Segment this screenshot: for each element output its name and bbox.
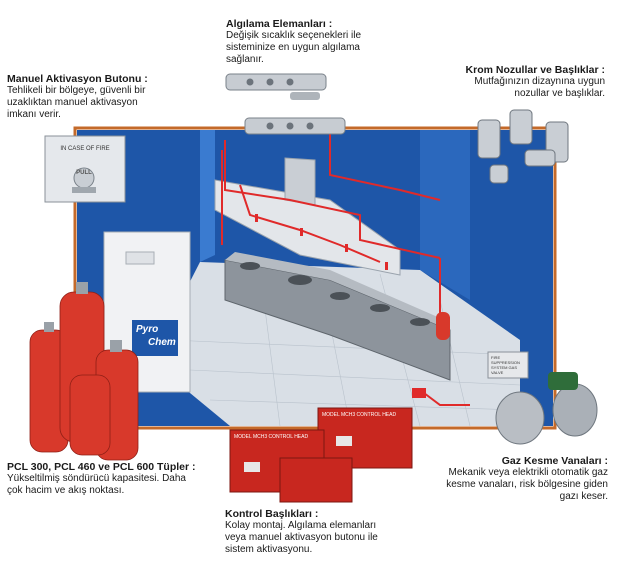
callout-manual-activation: Manuel Aktivasyon Butonu : Tehlikeli bir…	[7, 73, 152, 121]
brand-plate	[132, 320, 178, 356]
brand-line-1: Pyro	[136, 324, 159, 335]
suppression-piping	[221, 130, 470, 406]
manual-pull-box-image	[44, 135, 126, 203]
wall-cylinder	[436, 312, 450, 340]
pcl-cylinders	[29, 291, 139, 461]
callout-body: Değişik sıcaklık seçenekleri ile sistemi…	[226, 30, 362, 65]
cabinet-display	[125, 251, 155, 265]
control-head-label-2: MODEL MCH3 CONTROL HEAD	[234, 434, 309, 440]
chrome-nozzles-image	[477, 109, 569, 184]
room-right-wall	[420, 130, 470, 300]
callout-title: PCL 300, PCL 460 ve PCL 600 Tüpler :	[7, 461, 196, 473]
callout-body: Yükseltilmiş söndürücü kapasitesi. Daha …	[7, 473, 186, 496]
cylinder-valves	[44, 282, 122, 352]
callout-chrome-nozzles: Krom Nozullar ve Başlıklar : Mutfağınızı…	[450, 64, 605, 100]
gas-valves-image	[487, 351, 598, 445]
cooking-line-top	[225, 252, 450, 330]
room-side-wall	[200, 130, 215, 262]
callout-title: Kontrol Başlıkları :	[225, 508, 319, 520]
callout-pcl-cylinders: PCL 300, PCL 460 ve PCL 600 Tüpler : Yük…	[7, 461, 197, 497]
gas-valve-tag: FIRE SUPPRESSION SYSTEM GAS VALVE	[491, 355, 520, 375]
callout-body: Kolay montaj. Algılama elemanları veya m…	[225, 520, 378, 555]
control-head-label-1: MODEL MCH3 CONTROL HEAD	[322, 412, 397, 418]
callout-title: Manuel Aktivasyon Butonu :	[7, 73, 148, 85]
brand-line-2: Chem	[148, 337, 176, 348]
callout-gas-valves: Gaz Kesme Vanaları : Mekanik veya elektr…	[440, 455, 608, 503]
callout-title: Gaz Kesme Vanaları :	[501, 455, 608, 467]
nozzle-drops	[255, 214, 388, 270]
callout-body: Tehlikeli bir bölgeye, güvenli bir uzakl…	[7, 85, 146, 120]
floor-gas-valve	[412, 388, 426, 398]
callout-body: Mutfağınızın dizaynına uygun nozullar ve…	[474, 76, 605, 99]
burners	[240, 262, 430, 326]
callout-title: Algılama Elemanları :	[226, 18, 333, 30]
pull-box-label: IN CASE OF FIRE	[60, 146, 110, 152]
pull-box-action: PULL	[76, 170, 92, 176]
detection-elements-image	[225, 73, 346, 135]
callout-control-heads: Kontrol Başlıkları : Kolay montaj. Algıl…	[225, 508, 385, 556]
hood-duct	[284, 157, 316, 206]
control-heads-image	[229, 407, 413, 503]
callout-detection-elements: Algılama Elemanları : Değişik sıcaklık s…	[226, 18, 376, 66]
callout-title: Krom Nozullar ve Başlıklar :	[465, 64, 605, 76]
callout-body: Mekanik veya elektrikli otomatik gaz kes…	[446, 467, 608, 502]
